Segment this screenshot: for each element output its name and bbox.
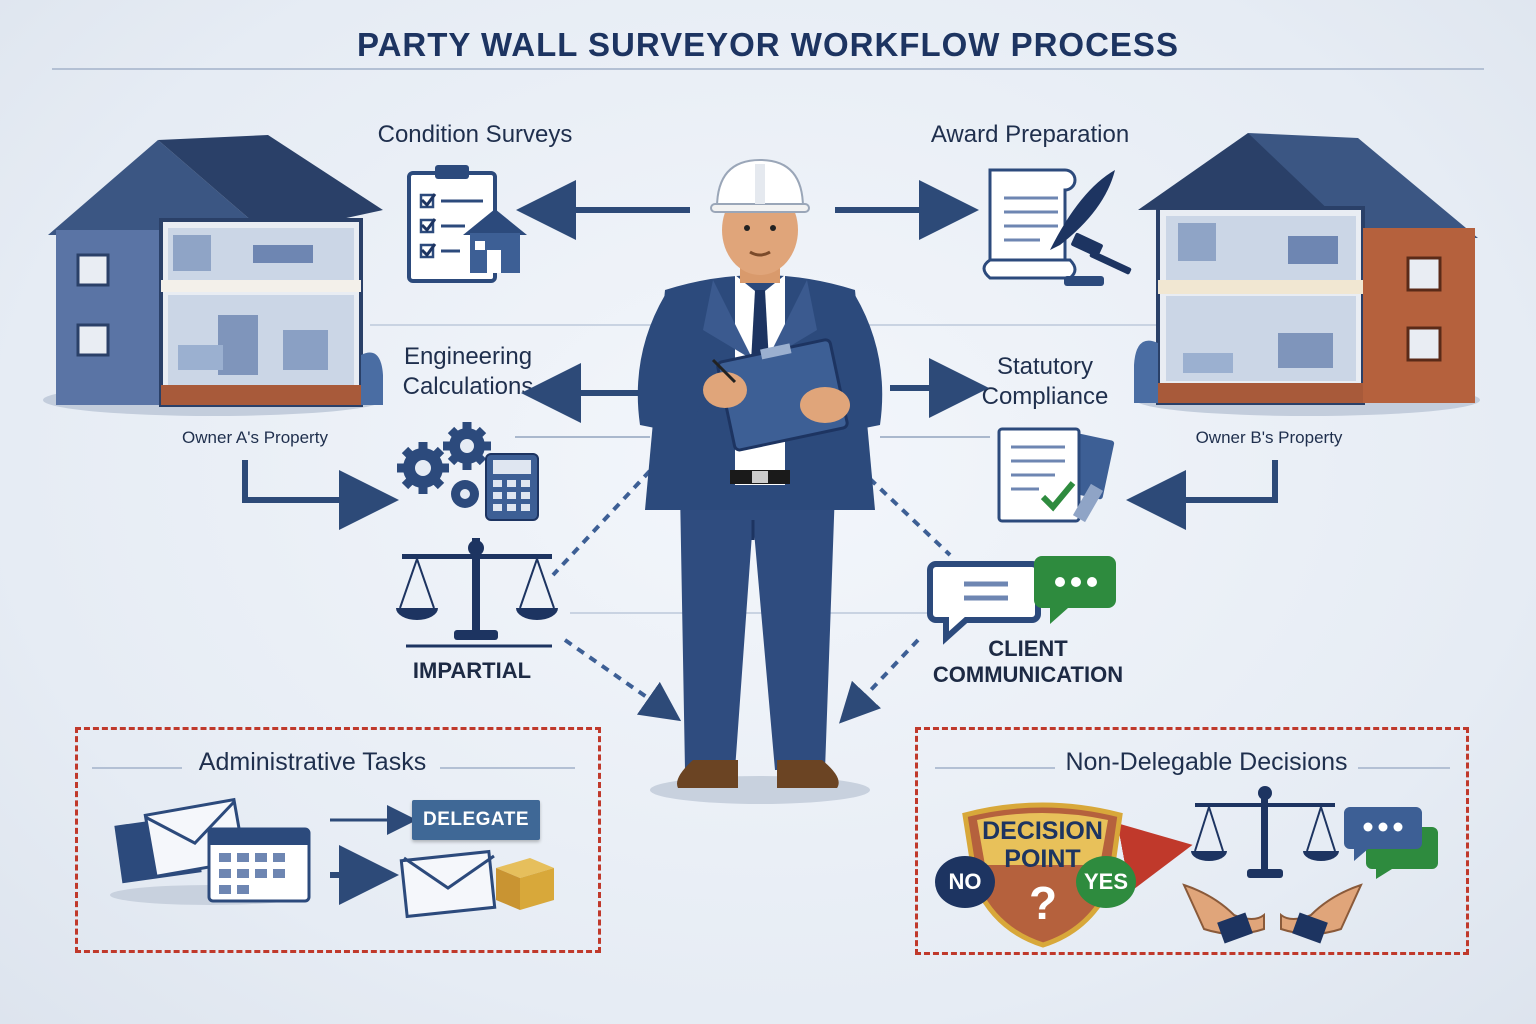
surveyor-figure: [637, 158, 883, 804]
hands-icon: [1182, 883, 1363, 944]
page-title: PARTY WALL SURVEYOR WORKFLOW PROCESS: [357, 26, 1179, 63]
box-icon: [496, 858, 554, 910]
administrative-tasks-box: [75, 727, 601, 953]
speech-bubbles-icon: [1344, 807, 1438, 879]
impartial-label: IMPARTIAL: [412, 658, 532, 683]
no-badge: NO: [935, 856, 995, 908]
award-preparation-label: Award Preparation: [930, 121, 1130, 148]
calculator-icon: [485, 453, 539, 521]
shield-icon: ?: [962, 802, 1123, 948]
engineering-label-line1: Engineering: [403, 343, 533, 370]
scales-icon: [396, 538, 558, 648]
scales-icon: [1191, 786, 1339, 878]
statutory-label-line2: Compliance: [981, 383, 1109, 410]
client-label-line1: CLIENT: [988, 636, 1068, 661]
non-delegable-decisions-title: Non-Delegable Decisions: [1065, 748, 1348, 776]
yes-badge: YES: [1076, 856, 1136, 908]
envelope-icon: [399, 849, 497, 919]
shield-question-mark: ?: [1029, 877, 1057, 929]
owner-a-house-icon: [43, 135, 383, 416]
calendar-icon: [207, 827, 311, 903]
scroll-icon: [982, 168, 1115, 280]
delegate-tag: DELEGATE: [412, 800, 540, 840]
statutory-label-line1: Statutory: [996, 353, 1094, 380]
owner-a-label: Owner A's Property: [182, 428, 328, 447]
condition-surveys-label: Condition Surveys: [377, 121, 573, 148]
gears-icon: [397, 422, 491, 508]
engineering-label-line2: Calculations: [402, 373, 534, 400]
decision-line2: POINT: [1004, 845, 1081, 873]
non-delegable-decisions-box: [915, 727, 1469, 955]
owner-b-label: Owner B's Property: [1195, 428, 1343, 447]
speech-bubbles-icon: [927, 556, 1116, 645]
envelope-icon: [110, 797, 310, 905]
client-label-line2: COMMUNICATION: [932, 662, 1124, 687]
title-divider: [52, 68, 1484, 70]
decision-line1: DECISION: [982, 817, 1103, 845]
clipboard-icon: [407, 165, 527, 283]
document-check-icon: [997, 427, 1115, 523]
owner-b-house-icon: [1134, 133, 1480, 416]
gavel-icon: [1064, 232, 1132, 286]
administrative-tasks-title: Administrative Tasks: [198, 748, 427, 776]
